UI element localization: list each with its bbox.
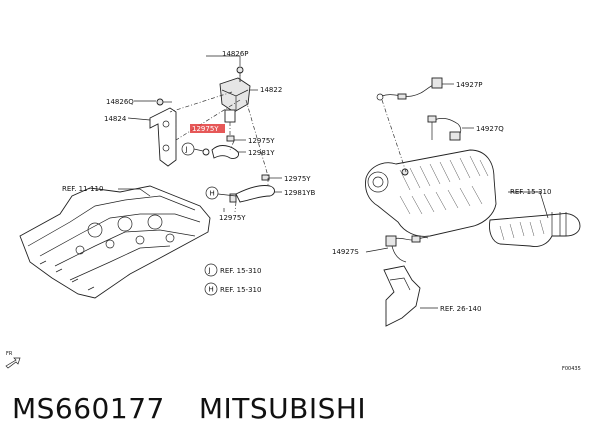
hose-12981Y — [211, 145, 239, 159]
label-14822: 14822 — [260, 86, 282, 94]
ref-legend-h: H REF. 15-310 — [204, 282, 261, 296]
svg-text:H: H — [209, 286, 214, 294]
label-14927S: 14927S — [332, 248, 359, 256]
circle-j-marker: J — [181, 142, 204, 156]
label-14826Q: 14826Q — [106, 98, 134, 106]
figure-code: F00435 — [562, 366, 581, 372]
hose-12981YB — [235, 185, 275, 203]
highlight-box — [190, 124, 225, 133]
sensor-14927Q — [427, 115, 462, 141]
clip-12975Y-a — [226, 135, 235, 142]
clip-12975Y-b — [261, 174, 270, 181]
label-ref-h: REF. 15-310 — [220, 286, 261, 294]
exhaust-pipe — [489, 212, 581, 247]
svg-text:J: J — [185, 146, 188, 154]
svg-text:J: J — [208, 267, 211, 275]
hose-end-j — [202, 148, 210, 156]
solenoid-14822 — [219, 77, 251, 123]
label-ref-26-140: REF. 26-140 — [440, 305, 481, 313]
label-ref-j: REF. 15-310 — [220, 267, 261, 275]
label-12975Y-b: 12975Y — [284, 175, 311, 183]
svg-text:H: H — [210, 190, 215, 198]
part-number: MS660177 — [12, 392, 165, 425]
heat-shield — [383, 265, 421, 327]
bracket-14824 — [149, 107, 177, 167]
parts-diagram: REF. 11-110 — [5, 50, 581, 372]
caption: MS660177 MITSUBISHI — [12, 392, 366, 436]
label-12975Y-c: 12975Y — [219, 214, 246, 222]
clip-12975Y-c — [229, 193, 237, 203]
catalytic-converter — [365, 149, 497, 237]
brand-name: MITSUBISHI — [198, 392, 367, 425]
bolt-14826P — [236, 66, 244, 82]
sensor-14927S — [385, 235, 429, 263]
leader-14927S — [365, 247, 389, 253]
label-12981Y: 12981Y — [248, 149, 275, 157]
dash-line-4 — [229, 122, 235, 151]
label-12975Y-highlight[interactable]: 12975Y — [192, 125, 219, 133]
dash-line-7 — [381, 99, 407, 173]
label-14927P: 14927P — [456, 81, 483, 89]
leader-14826P — [206, 55, 241, 66]
svg-text:FR: FR — [6, 351, 13, 357]
label-14826P: 14826P — [222, 50, 249, 58]
leader-ref11110 — [118, 188, 151, 197]
label-14824: 14824 — [104, 115, 127, 123]
label-12975Y-a: 12975Y — [248, 137, 275, 145]
circle-h-marker: H — [205, 186, 237, 200]
dash-line-2 — [175, 99, 241, 141]
label-ref-15-310: REF. 15-310 — [510, 188, 551, 196]
sensor-14927P — [376, 77, 443, 101]
leader-14824 — [127, 117, 151, 121]
bolt-14826Q — [156, 98, 172, 106]
ref-legend-j: J REF. 15-310 — [204, 263, 261, 277]
front-arrow-icon: FR — [5, 351, 21, 369]
label-12981YB: 12981YB — [284, 189, 316, 197]
label-14927Q: 14927Q — [476, 125, 504, 133]
label-ref-11-110: REF. 11-110 — [62, 185, 103, 193]
leader-ref15310 — [508, 191, 549, 219]
dash-line-6 — [234, 201, 237, 213]
dash-line-1 — [169, 91, 233, 113]
valve-cover — [19, 185, 211, 299]
